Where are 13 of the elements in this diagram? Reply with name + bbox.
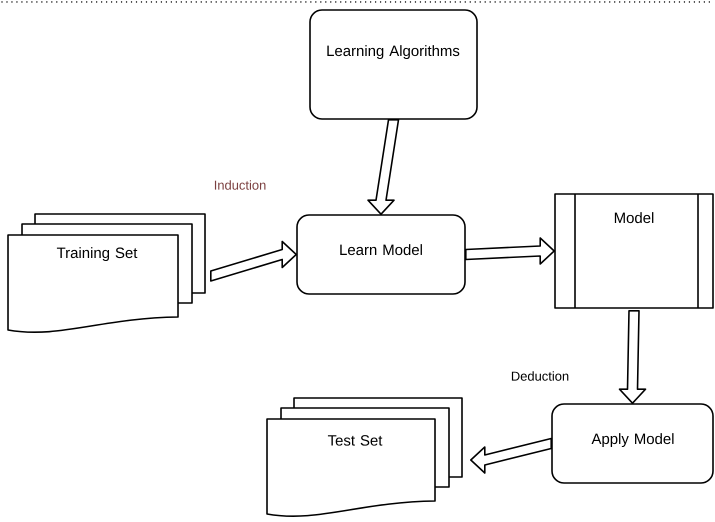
block-arrow xyxy=(367,119,400,215)
document-stack: Training Set xyxy=(7,213,206,334)
block-arrow xyxy=(210,240,297,282)
process-box: Apply Model xyxy=(551,403,714,484)
text-label: Deduction xyxy=(512,371,568,381)
block-arrow xyxy=(470,438,552,474)
text-label: Induction xyxy=(214,180,266,190)
process-box: Learn Model xyxy=(296,214,466,295)
block-arrow xyxy=(465,237,555,265)
document-stack: Test Set xyxy=(266,397,463,518)
block-arrow xyxy=(618,310,646,404)
process-box: Learning Algorithms xyxy=(309,9,478,120)
model-box: Model xyxy=(554,193,714,309)
